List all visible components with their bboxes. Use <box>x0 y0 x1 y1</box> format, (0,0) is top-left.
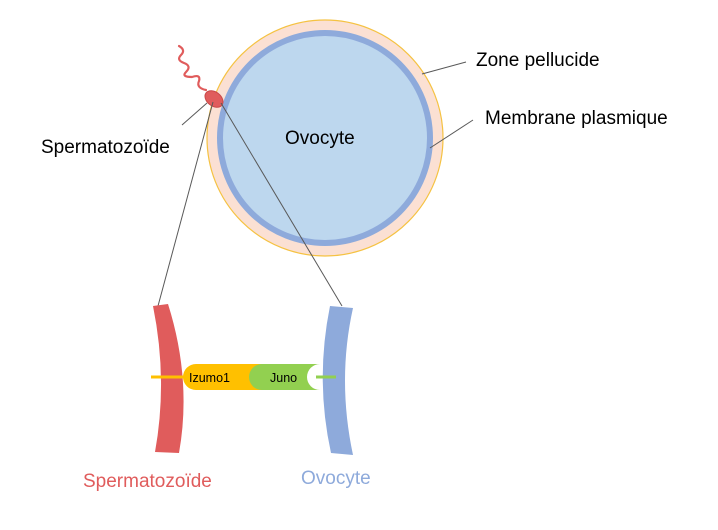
leader-zone-pellucide <box>421 61 467 75</box>
spermatozoide-bottom-label: Spermatozoïde <box>83 471 212 492</box>
izumo1-protein <box>183 364 264 390</box>
leader-membrane-plasmique <box>429 119 474 149</box>
leader-spermatozoide <box>181 102 208 126</box>
ovocyte-bottom-label: Ovocyte <box>301 468 371 489</box>
zoom-line-oocyte <box>220 102 343 307</box>
oocyte-cytoplasm <box>217 30 433 246</box>
ovocyte-center-label: Ovocyte <box>285 128 355 149</box>
oocyte-membrane-segment <box>322 306 353 455</box>
izumo1-label: Izumo1 <box>189 371 230 385</box>
zoom-line-sperm <box>157 101 214 307</box>
membrane-plasmique-label: Membrane plasmique <box>485 108 668 129</box>
juno-label: Juno <box>270 371 297 385</box>
zone-pellucide-label: Zone pellucide <box>476 50 600 71</box>
sperm-tail <box>177 44 208 92</box>
spermatozoide-label: Spermatozoïde <box>41 137 170 158</box>
juno-protein <box>249 364 320 390</box>
